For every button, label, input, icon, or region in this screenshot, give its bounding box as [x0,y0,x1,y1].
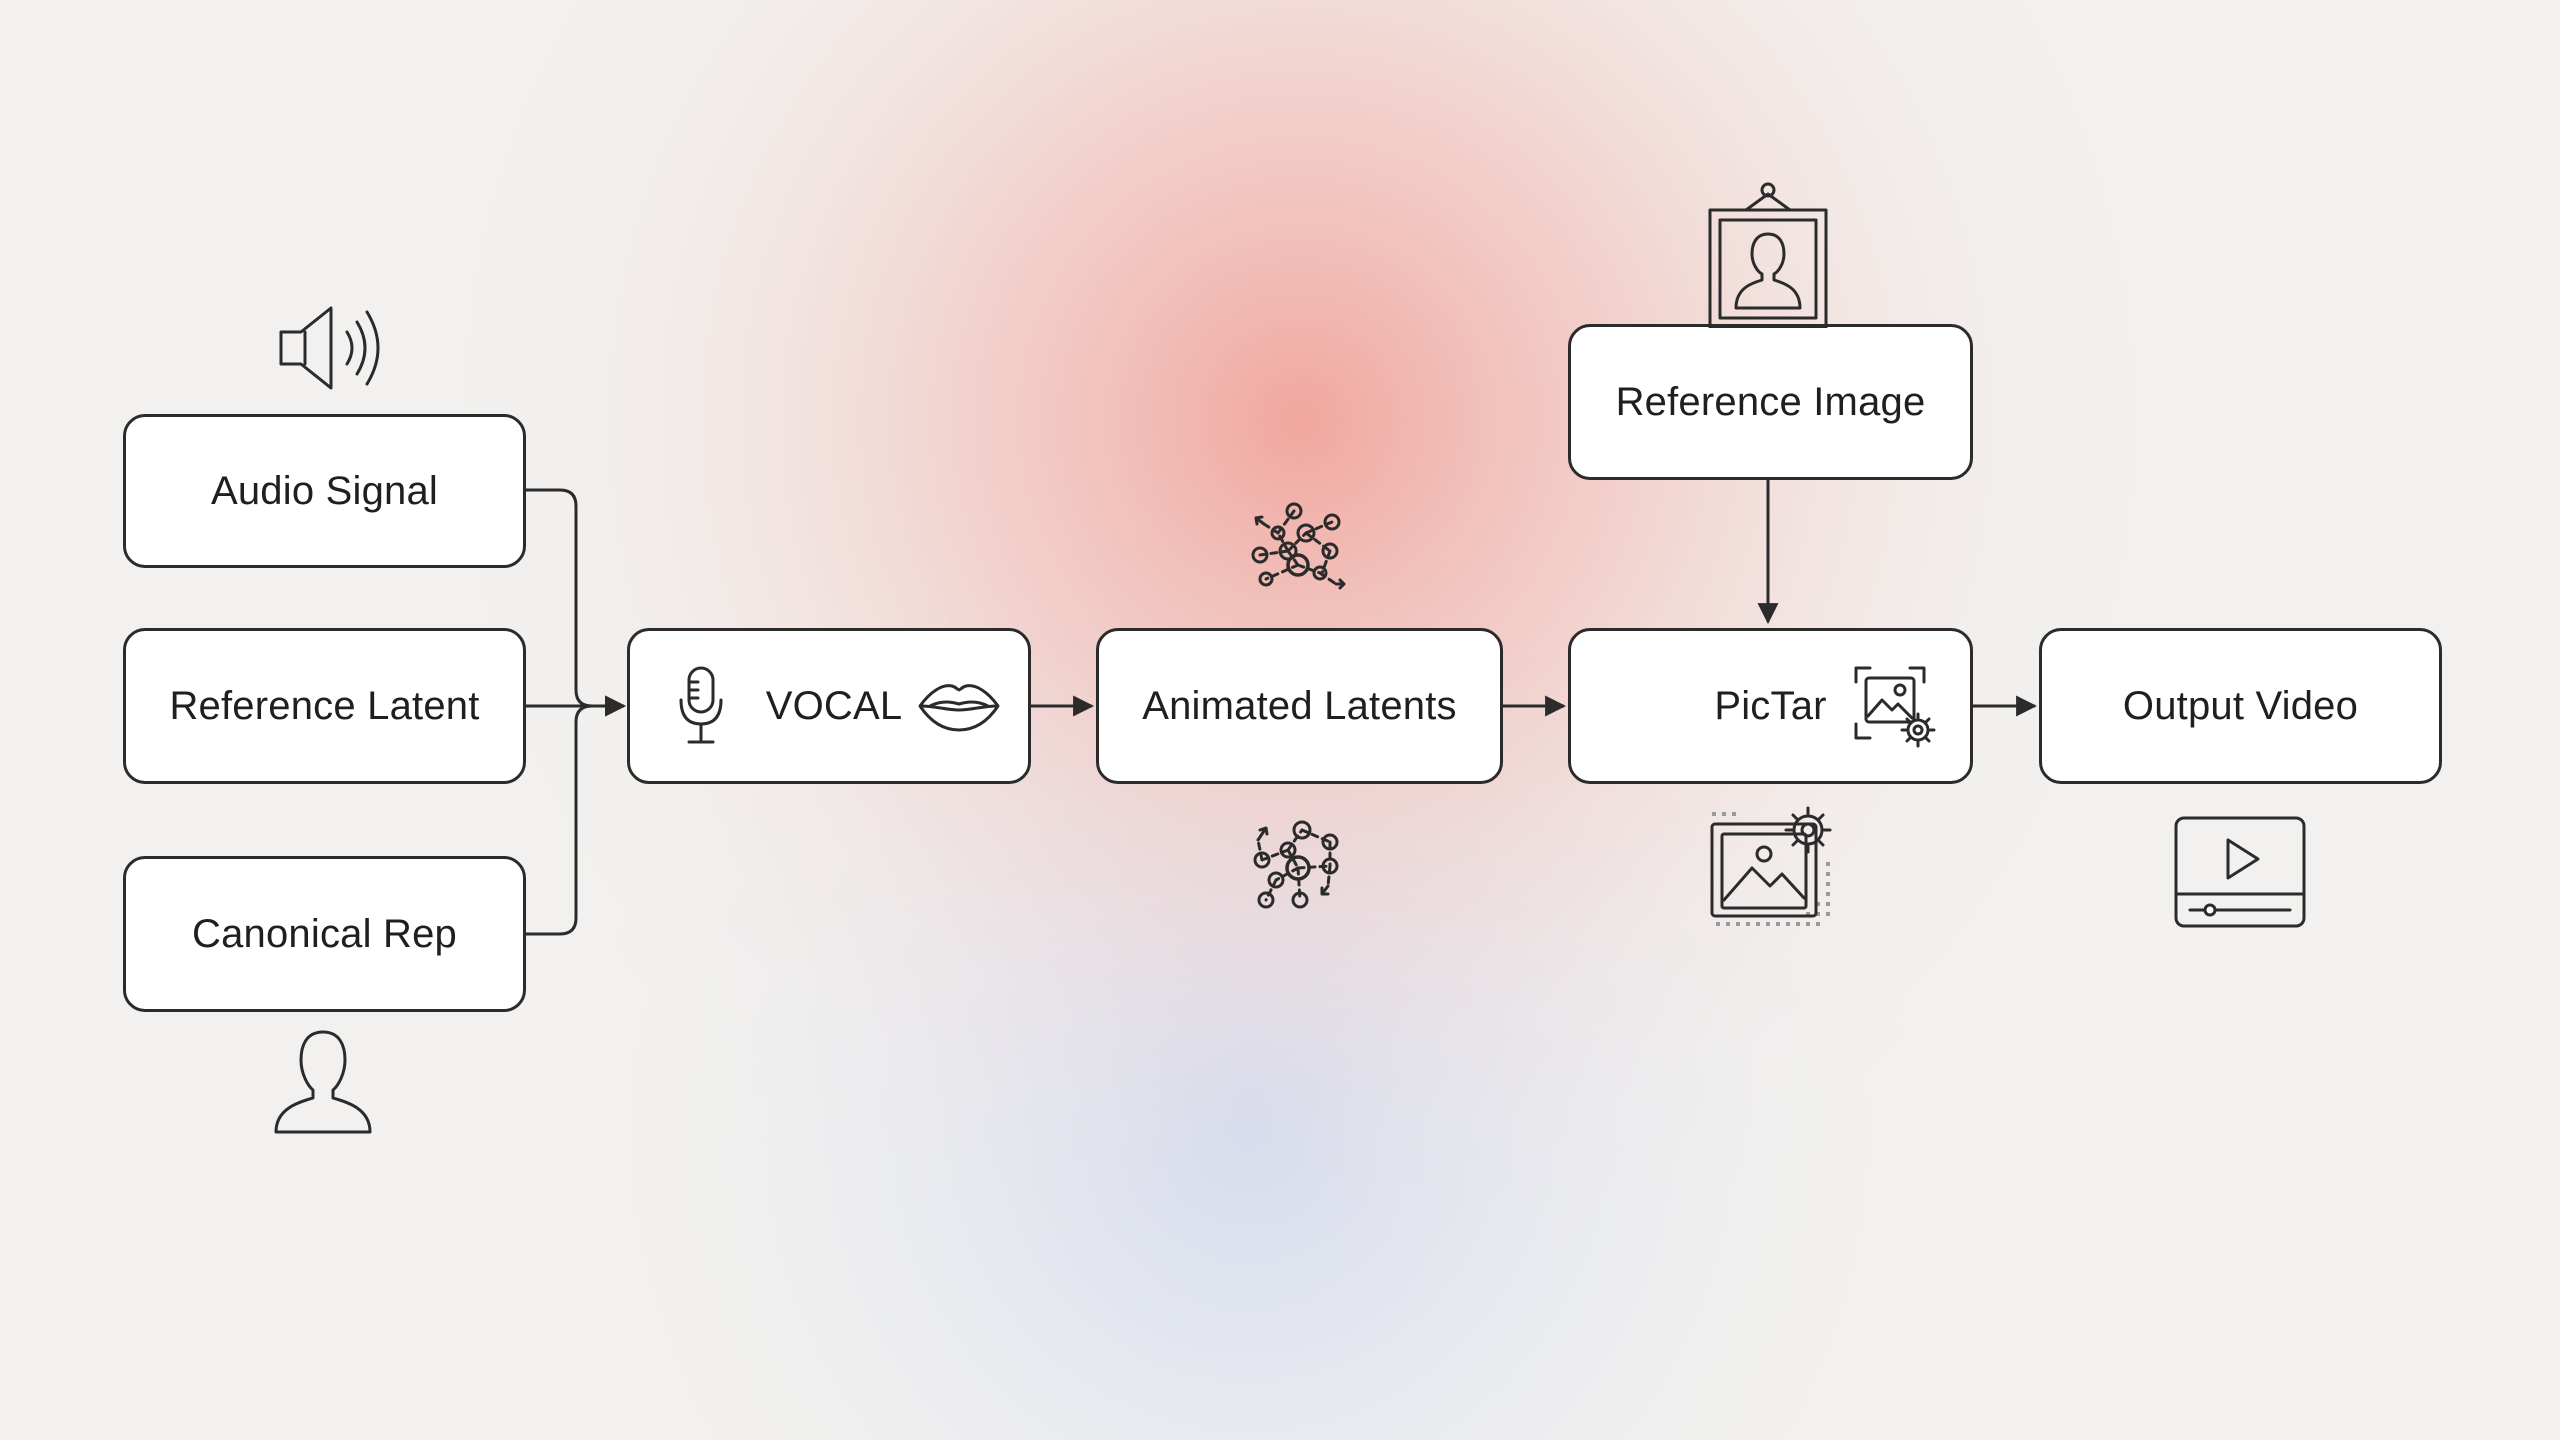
network-icon [1236,492,1366,622]
lips-icon [916,676,1002,738]
person-icon [270,1028,376,1136]
framed-portrait-icon [1706,178,1830,328]
image-gear-icon [1852,664,1942,754]
node-reference-image: Reference Image [1568,324,1973,480]
node-pictar-label: PicTar [1714,683,1827,728]
node-canonical-rep: Canonical Rep [123,856,526,1012]
node-canonical-rep-label: Canonical Rep [192,911,457,956]
edge-canonical-rep-to-vocal [525,704,593,936]
network-icon [1236,800,1366,930]
node-reference-latent: Reference Latent [123,628,526,784]
image-settings-icon [1708,800,1840,932]
microphone-icon [674,664,728,750]
edge-audio-signal-to-vocal [525,488,627,717]
node-vocal: VOCAL [627,628,1031,784]
node-reference-latent-label: Reference Latent [169,683,480,728]
node-vocal-label: VOCAL [765,683,903,728]
node-reference-image-label: Reference Image [1615,379,1926,424]
node-audio-signal-label: Audio Signal [210,468,438,513]
speaker-icon [275,302,395,394]
node-pictar: PicTar [1568,628,1973,784]
node-output-video-label: Output Video [2122,683,2359,728]
video-player-icon [2172,814,2308,930]
node-animated-latents: Animated Latents [1096,628,1503,784]
node-output-video: Output Video [2039,628,2442,784]
node-animated-latents-label: Animated Latents [1142,683,1457,728]
node-audio-signal: Audio Signal [123,414,526,568]
